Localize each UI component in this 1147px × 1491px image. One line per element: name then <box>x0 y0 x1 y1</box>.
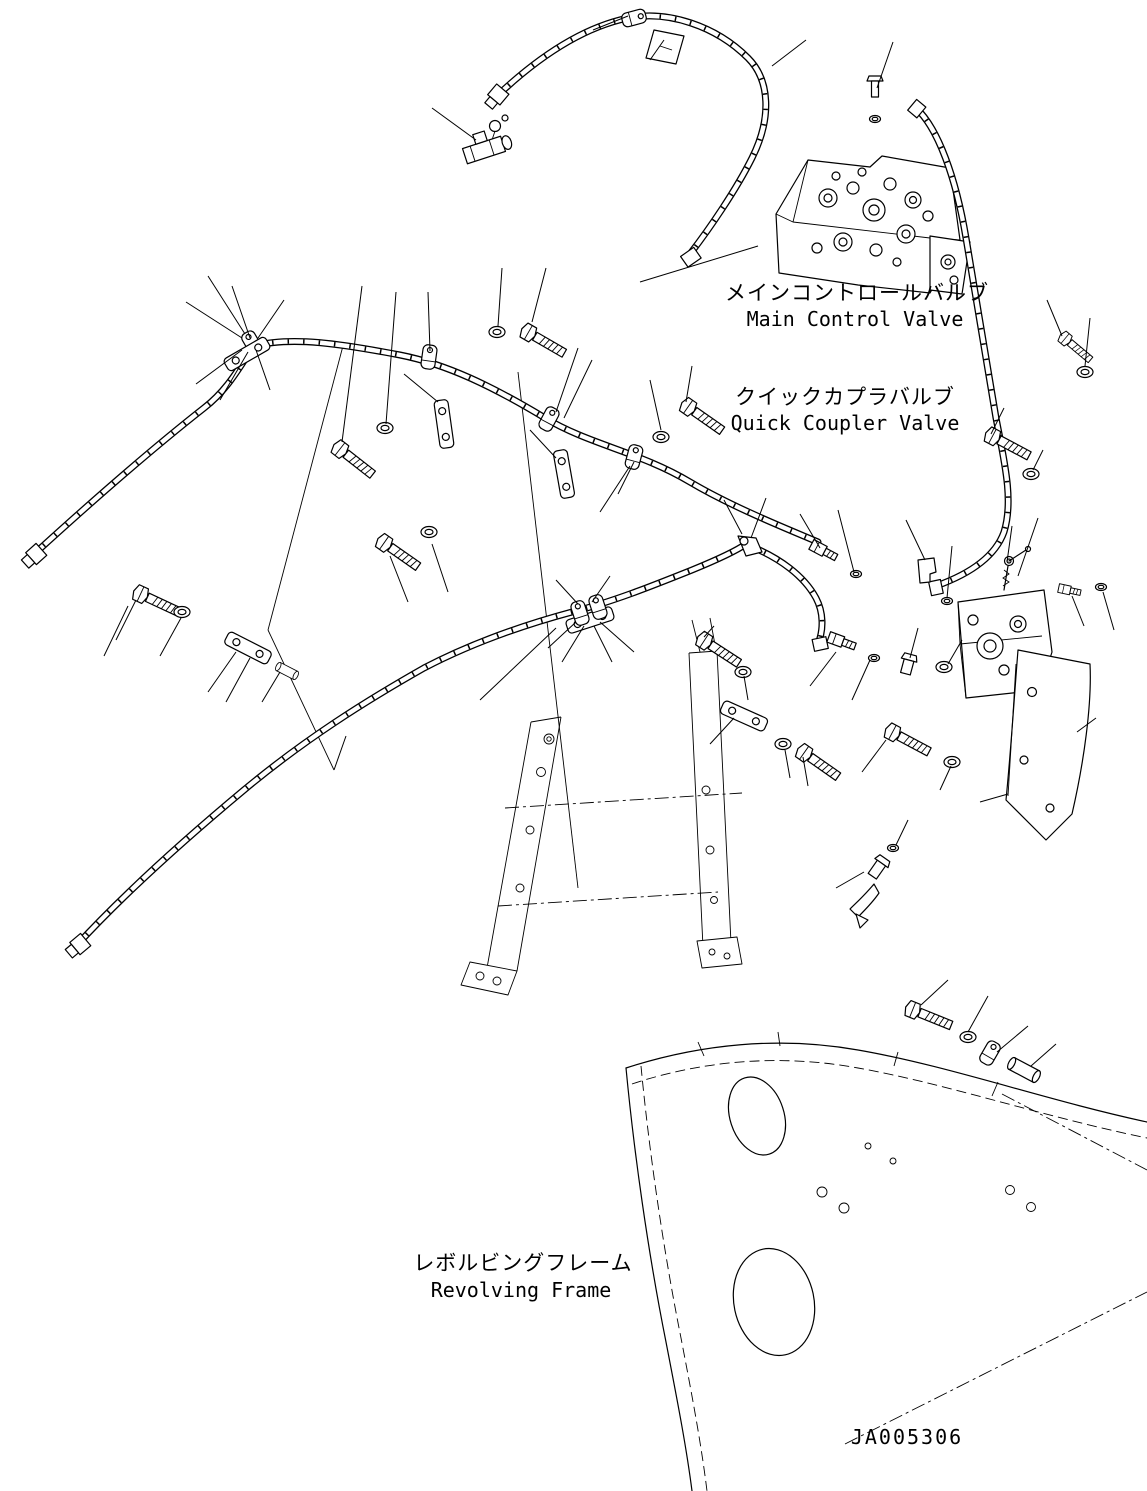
hose-clamp <box>419 343 439 371</box>
washer <box>1076 365 1094 379</box>
washer <box>959 1030 977 1044</box>
mount-plate <box>718 699 770 733</box>
plug <box>897 651 919 677</box>
hose-tag <box>645 29 685 65</box>
upper-long-hose <box>20 328 822 569</box>
revolving-frame-label-en: Revolving Frame <box>431 1278 612 1302</box>
bolt <box>328 437 379 482</box>
bolt <box>676 395 728 438</box>
cover-plate <box>1005 649 1091 841</box>
revolving-frame-label-jp: レボルビングフレーム <box>413 1251 632 1275</box>
bolt <box>517 321 569 361</box>
washer <box>652 430 670 444</box>
o-ring <box>868 114 882 124</box>
hose-end-fitting <box>20 542 48 569</box>
quick-coupler-valve-label-en: Quick Coupler Valve <box>731 411 960 435</box>
hose-end-fitting <box>679 246 702 268</box>
washer <box>734 665 752 679</box>
hose-clamp <box>619 7 649 29</box>
hose-end-fitting <box>484 83 510 110</box>
link-plate <box>552 448 576 500</box>
revolving-frame <box>625 1031 1147 1491</box>
washer <box>420 525 438 539</box>
hose-nipple <box>808 538 840 563</box>
drawing-number: JA005306 <box>851 1425 963 1449</box>
top-hose <box>484 7 770 268</box>
valve-top-bolt <box>866 75 884 98</box>
lower-long-hose <box>64 535 829 959</box>
drain-plug <box>849 843 900 929</box>
tee-fitting <box>461 114 513 165</box>
o-ring <box>940 596 954 606</box>
hose-end-fitting <box>811 636 829 652</box>
hose-end-fitting <box>928 578 944 597</box>
hose-clamp <box>623 442 645 472</box>
o-ring <box>886 843 900 853</box>
link-plate <box>433 398 455 450</box>
o-ring <box>849 569 863 579</box>
main-control-valve-label-en: Main Control Valve <box>747 307 964 331</box>
hose-end-fitting <box>907 98 927 119</box>
leader-lines <box>103 15 1115 1067</box>
washer <box>935 660 953 674</box>
washer <box>488 325 506 339</box>
view-boundary-lines <box>267 341 579 889</box>
bolt <box>372 531 424 574</box>
bolt <box>881 721 934 760</box>
main-control-valve-label-jp: メインコントロールバルブ <box>725 281 989 305</box>
bolt <box>981 425 1034 464</box>
washer <box>943 755 961 769</box>
hose-end-fitting <box>64 932 92 959</box>
bolt <box>792 741 844 784</box>
washer <box>774 737 792 751</box>
washer <box>376 421 394 435</box>
spacer <box>273 661 301 681</box>
right-hose <box>907 98 1012 597</box>
frame-bracket <box>460 617 743 996</box>
bolt <box>692 629 744 671</box>
quick-coupler-valve-label-jp: クイックカプラバルブ <box>735 385 955 409</box>
fitting <box>1057 583 1082 598</box>
hose-clamp <box>977 1038 1003 1068</box>
o-ring <box>1094 582 1108 592</box>
hose-elbow-fitting <box>737 535 763 557</box>
hose-nipple <box>826 631 858 653</box>
washer <box>1022 467 1040 481</box>
main-control-valve <box>775 75 971 295</box>
fasteners <box>129 321 1108 1085</box>
bolt <box>902 999 955 1034</box>
elbow-fitting <box>917 557 937 584</box>
washer <box>173 605 191 619</box>
